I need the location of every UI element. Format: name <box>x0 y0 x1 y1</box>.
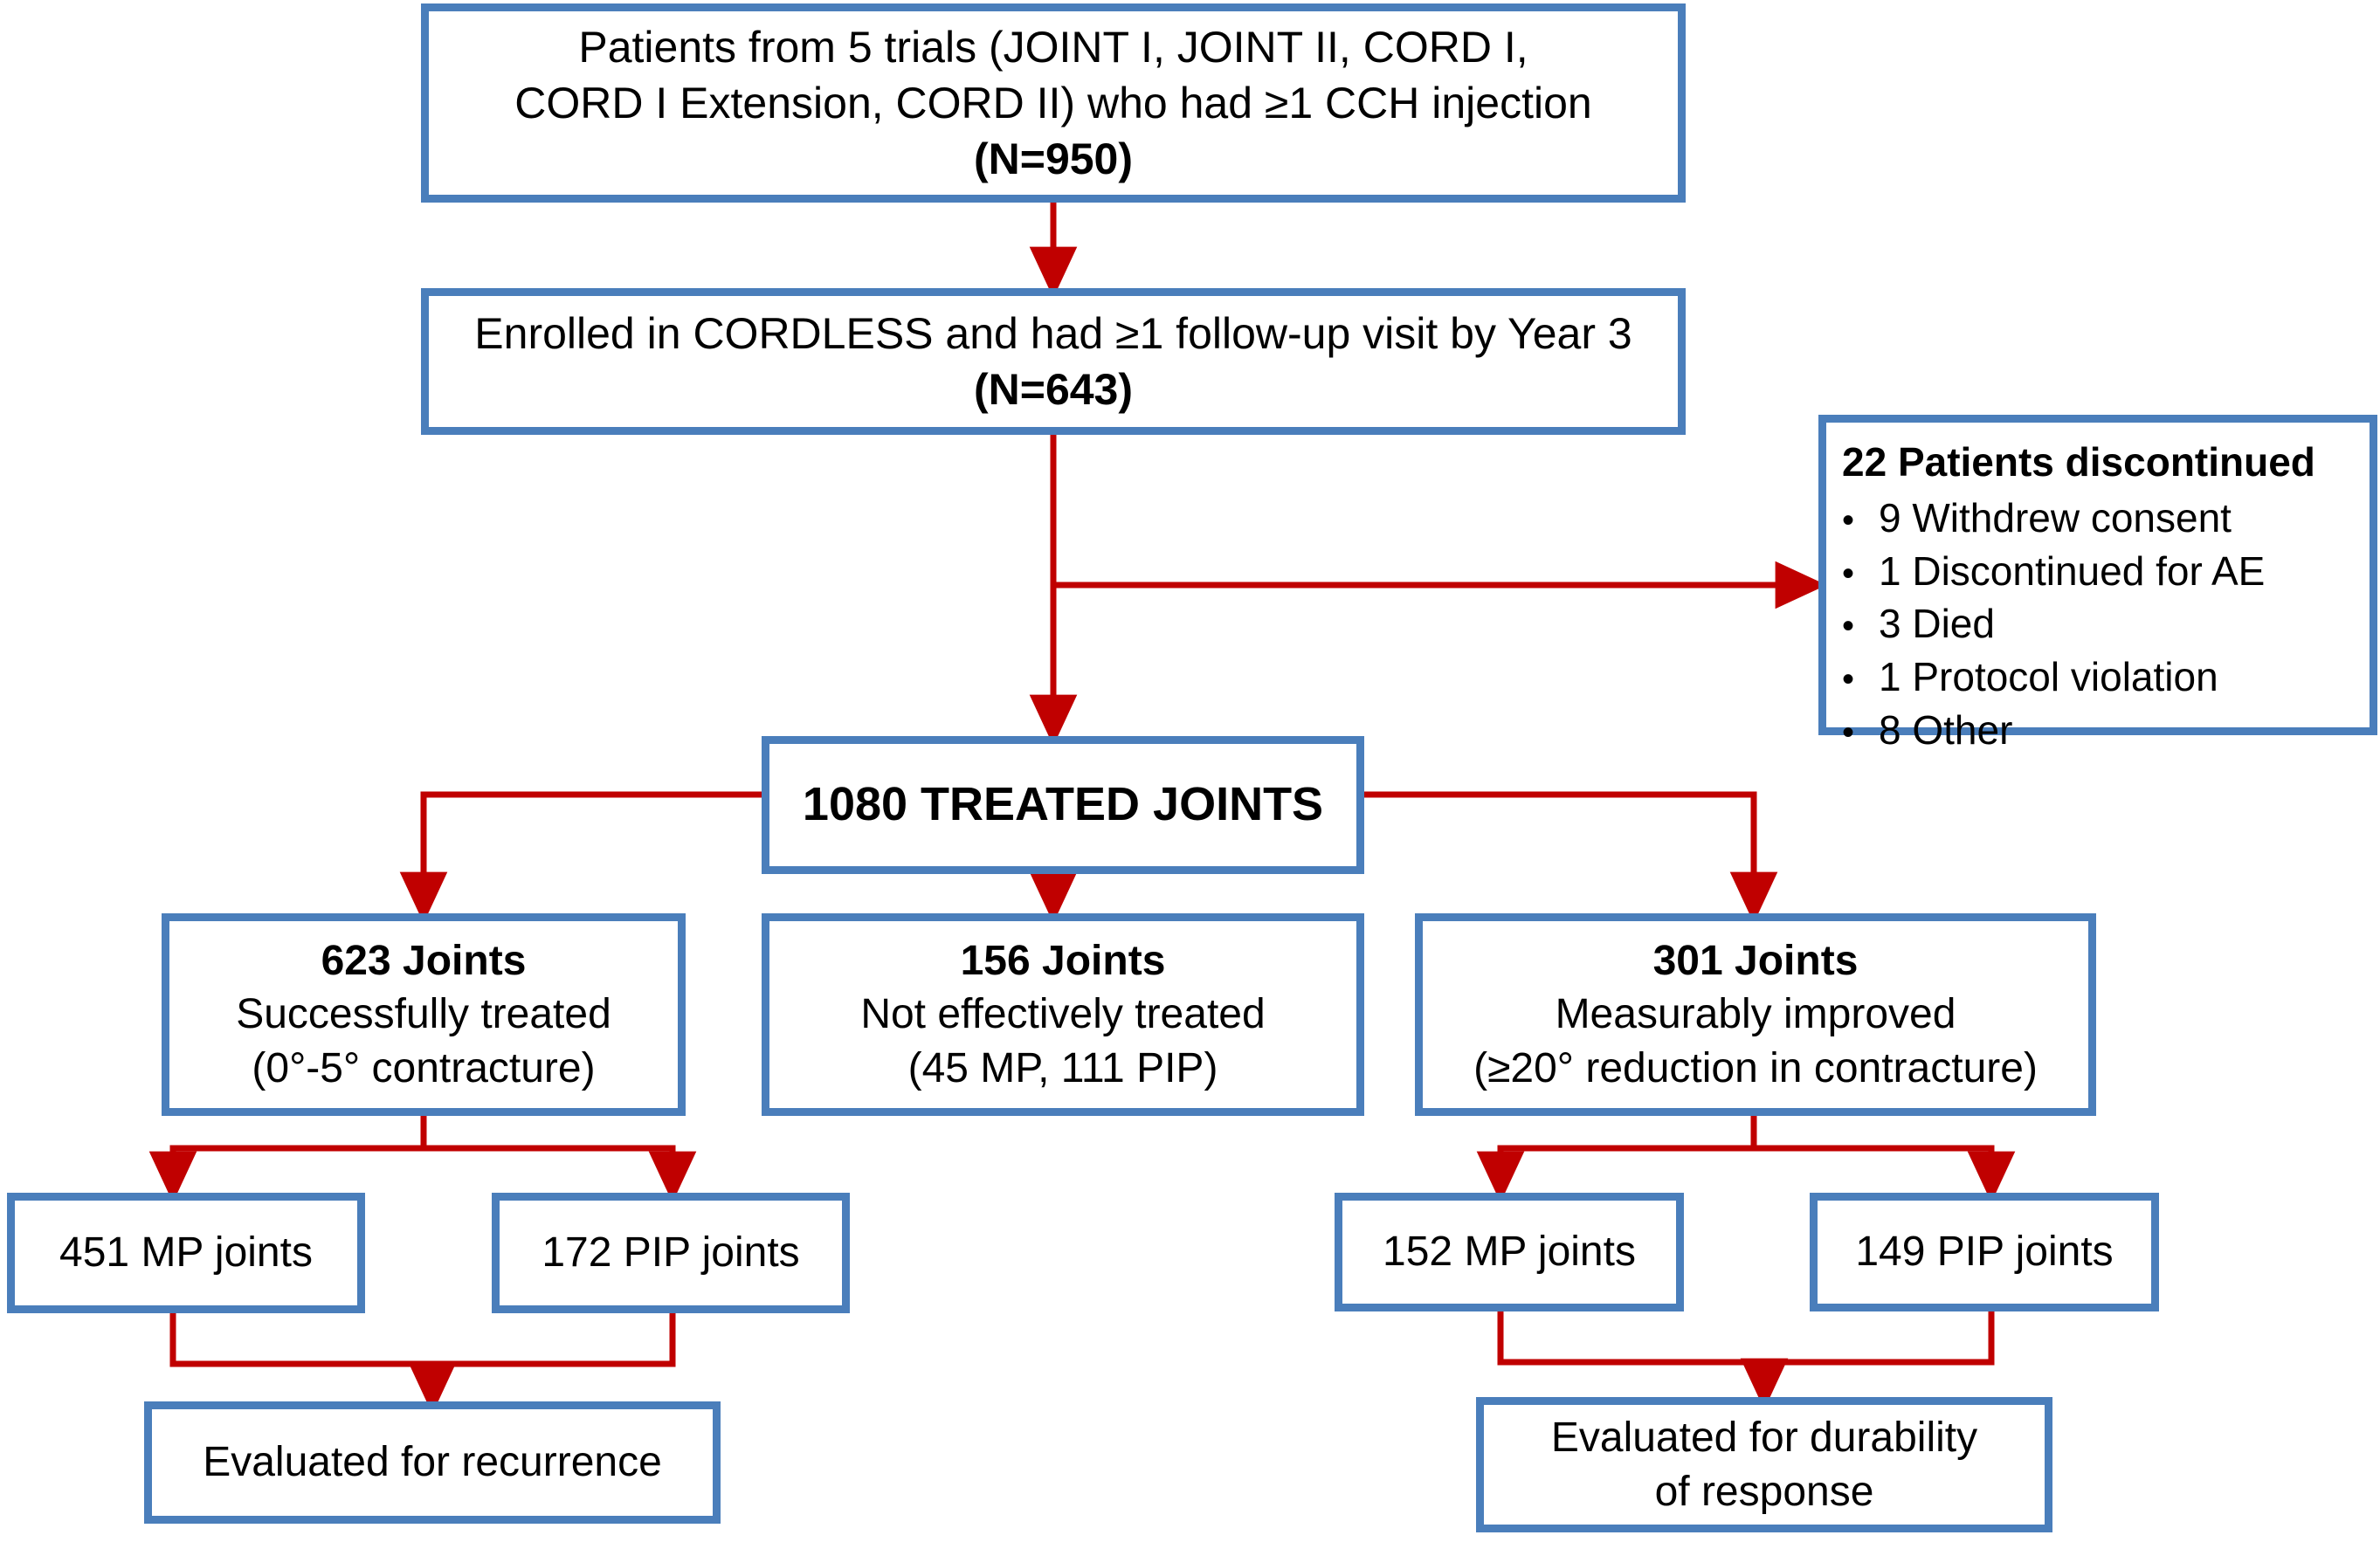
connector-treated-to-623 <box>399 791 762 924</box>
list-item: • 8 Other <box>1842 704 2265 757</box>
node-149-pip-joints: 149 PIP joints <box>1810 1193 2159 1311</box>
bullet-icon: • <box>1842 500 1855 540</box>
successful-line-2: Successfully treated <box>236 991 611 1038</box>
improved-line-3: (≥20° reduction in contracture) <box>1473 1044 2038 1091</box>
connector-treated-to-301 <box>1364 791 1778 924</box>
bullet-icon: • <box>1842 660 1855 699</box>
list-item: • 1 Discontinued for AE <box>1842 545 2265 598</box>
discontinued-reason: 1 Discontinued for AE <box>1879 547 2266 594</box>
node-evaluated-for-recurrence: Evaluated for recurrence <box>144 1401 721 1524</box>
connector-301-to-152 <box>1476 1116 1757 1203</box>
mp-451-label: 451 MP joints <box>59 1229 313 1277</box>
merge-tail-172 <box>432 1313 676 1367</box>
node-treated-joints: 1080 TREATED JOINTS <box>762 736 1364 874</box>
trials-count: (N=950) <box>973 134 1134 183</box>
connector-mp-pip-to-recurrence <box>169 1313 457 1415</box>
bullet-icon: • <box>1842 554 1855 593</box>
not-effective-line-2: Not effectively treated <box>860 991 1266 1038</box>
discontinued-reason: 3 Died <box>1879 601 1995 647</box>
node-172-pip-joints: 172 PIP joints <box>492 1193 850 1313</box>
discontinued-reason-list: • 9 Withdrew consent • 1 Discontinued fo… <box>1842 492 2265 757</box>
enrolled-count: (N=643) <box>973 365 1134 414</box>
connector-623-to-451 <box>148 1116 427 1203</box>
node-evaluated-for-durability: Evaluated for durability of response <box>1476 1397 2052 1532</box>
durability-line-2: of response <box>1654 1468 1874 1515</box>
node-not-effectively-treated: 156 Joints Not effectively treated (45 M… <box>762 913 1364 1116</box>
treated-joints-label: 1080 TREATED JOINTS <box>802 778 1324 831</box>
list-item: • 3 Died <box>1842 597 2265 651</box>
successful-count: 623 Joints <box>321 937 527 984</box>
merge-tail-149 <box>1764 1311 1995 1366</box>
connector-623-to-172 <box>420 1116 697 1203</box>
pip-172-label: 172 PIP joints <box>542 1229 800 1277</box>
not-effective-line-3: (45 MP, 111 PIP) <box>907 1044 1218 1091</box>
successful-line-3: (0°-5° contracture) <box>252 1044 596 1091</box>
pip-149-label: 149 PIP joints <box>1855 1229 2114 1276</box>
connector-mp-pip-to-durability <box>1497 1311 1789 1410</box>
bullet-icon: • <box>1842 607 1855 646</box>
improved-count: 301 Joints <box>1652 937 1859 984</box>
node-patients-discontinued: 22 Patients discontinued • 9 Withdrew co… <box>1818 415 2377 753</box>
node-152-mp-joints: 152 MP joints <box>1335 1193 1684 1311</box>
node-451-mp-joints: 451 MP joints <box>7 1193 365 1313</box>
trials-line-1: Patients from 5 trials (JOINT I, JOINT I… <box>578 23 1528 72</box>
enrolled-line-1: Enrolled in CORDLESS and had ≥1 follow-u… <box>474 309 1632 358</box>
node-enrolled-cordless: Enrolled in CORDLESS and had ≥1 follow-u… <box>421 288 1686 435</box>
list-item: • 1 Protocol violation <box>1842 651 2265 704</box>
list-item: • 9 Withdrew consent <box>1842 492 2265 545</box>
discontinued-reason: 8 Other <box>1879 706 2013 753</box>
node-measurably-improved: 301 Joints Measurably improved (≥20° red… <box>1415 913 2096 1116</box>
durability-line-1: Evaluated for durability <box>1550 1415 1978 1462</box>
bullet-icon: • <box>1842 712 1855 752</box>
trials-line-2: CORD I Extension, CORD II) who had ≥1 CC… <box>514 79 1592 127</box>
not-effective-count: 156 Joints <box>960 937 1166 984</box>
connector-301-to-149 <box>1750 1116 2016 1203</box>
improved-line-2: Measurably improved <box>1555 991 1956 1038</box>
discontinued-title: 22 Patients discontinued <box>1842 439 2315 485</box>
recurrence-line-1: Evaluated for recurrence <box>203 1439 662 1486</box>
node-successfully-treated: 623 Joints Successfully treated (0°-5° c… <box>162 913 686 1116</box>
node-patients-from-5-trials: Patients from 5 trials (JOINT I, JOINT I… <box>421 3 1686 203</box>
mp-152-label: 152 MP joints <box>1383 1229 1636 1276</box>
discontinued-reason: 9 Withdrew consent <box>1879 494 2232 540</box>
discontinued-reason: 1 Protocol violation <box>1879 654 2218 700</box>
